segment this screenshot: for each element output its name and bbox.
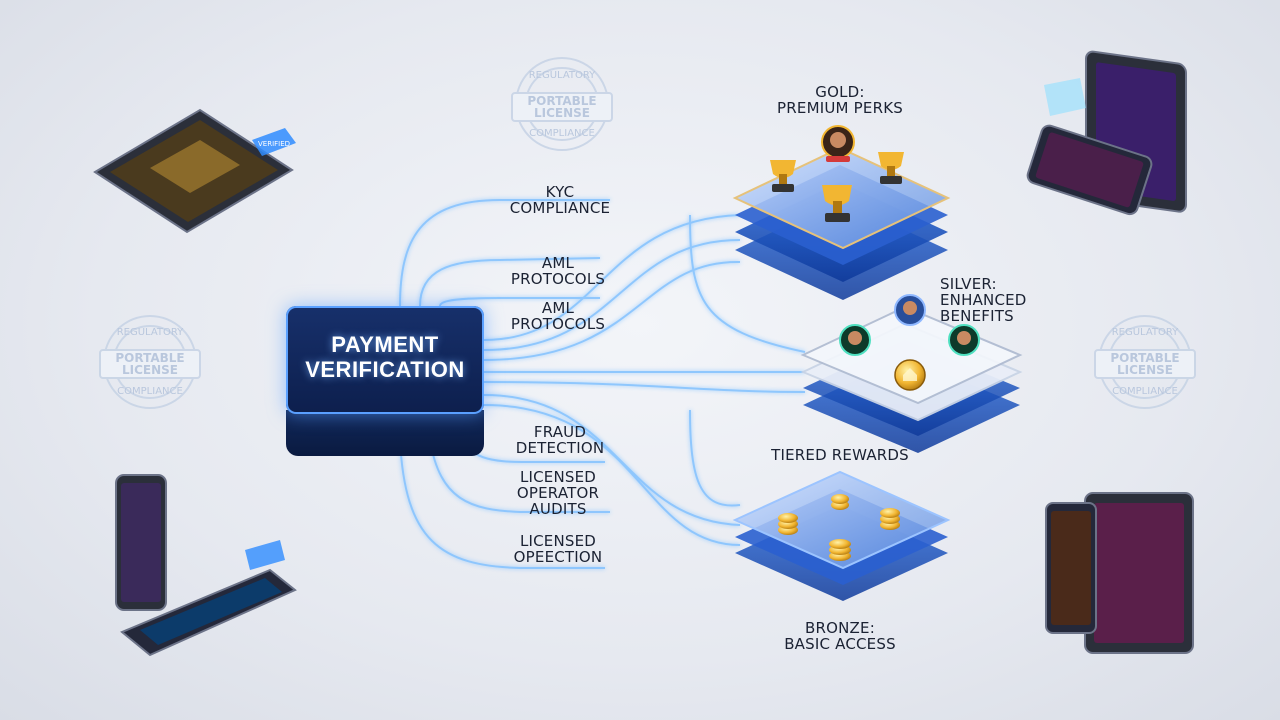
label-line: KYC [500,184,620,200]
label-line: AML [498,300,618,316]
line-bronze-3 [690,410,740,506]
label-bronze-tier: BRONZE: BASIC ACCESS [760,620,920,652]
stamp-top-text: REGULATORY [1097,327,1193,338]
label-line: AML [498,255,618,271]
coin-stack-icon [829,539,851,561]
label-licensed-operator-audits: LICENSED OPERATOR AUDITS [498,469,618,517]
stamp-bottom-text: COMPLIANCE [102,386,198,397]
stamp-license-text: PORTABLE LICENSE [512,95,612,119]
avatar [949,325,979,355]
stamp-license-text: PORTABLE LICENSE [1095,352,1195,376]
stamp-top-text: REGULATORY [102,327,198,338]
label-fraud-detection: FRAUD DETECTION [500,424,620,456]
label-line: LICENSED [498,533,618,549]
label-tiered-rewards: TIERED REWARDS [770,447,910,463]
hub-base [286,410,484,456]
line-to-silver-2 [484,382,805,392]
label-line: GOLD: [760,84,920,100]
stamp-bottom-text: COMPLIANCE [1097,386,1193,397]
gold-platform [735,126,948,300]
label-licensed-opeection: LICENSED OPEECTION [498,533,618,565]
label-line: FRAUD [500,424,620,440]
coin-stack-icon [880,508,900,530]
label-line: LICENSED [498,469,618,485]
label-line: PROTOCOLS [498,271,618,287]
label-line: BASIC ACCESS [760,636,920,652]
stamp-line2: LICENSE [100,364,200,376]
coin-icon [895,360,925,390]
payment-verification-hub: PAYMENT VERIFICATION [286,306,484,456]
label-line: ENHANCED BENEFITS [940,292,1100,324]
hub-title: PAYMENT VERIFICATION [286,332,484,382]
coin-stack-icon [778,513,798,535]
avatar [895,295,925,325]
label-line: DETECTION [500,440,620,456]
avatar [822,126,854,162]
label-gold-tier: GOLD: PREMIUM PERKS [760,84,920,116]
tablet-device [1026,51,1186,217]
verified-badge-text: VERIFIED [258,140,290,148]
label-line: OPEECTION [498,549,618,565]
label-aml-protocols-2: AML PROTOCOLS [498,300,618,332]
label-aml-protocols: AML PROTOCOLS [498,255,618,287]
label-line: BRONZE: [760,620,920,636]
verified-badge [245,540,285,570]
label-silver-tier: SILVER: ENHANCED BENEFITS [940,276,1100,324]
tablet-device [1046,493,1193,653]
stamp-bottom-text: COMPLIANCE [514,128,610,139]
label-line: OPERATOR [498,485,618,501]
stamp-license-text: PORTABLE LICENSE [100,352,200,376]
hub-title-line1: PAYMENT [286,332,484,357]
label-line: PROTOCOLS [498,316,618,332]
label-line: PREMIUM PERKS [760,100,920,116]
stamp-top-text: REGULATORY [514,70,610,81]
coin-stack-icon [831,494,849,510]
label-line: COMPLIANCE [500,200,620,216]
tablet-device: VERIFIED [95,110,296,232]
stamp-line2: LICENSE [1095,364,1195,376]
stamp-line2: LICENSE [512,107,612,119]
bronze-platform [735,472,948,601]
label-kyc-compliance: KYC COMPLIANCE [500,184,620,216]
label-line: AUDITS [498,501,618,517]
hub-title-line2: VERIFICATION [286,357,484,382]
avatar [840,325,870,355]
label-line: SILVER: [940,276,1100,292]
phone-device [116,475,295,655]
